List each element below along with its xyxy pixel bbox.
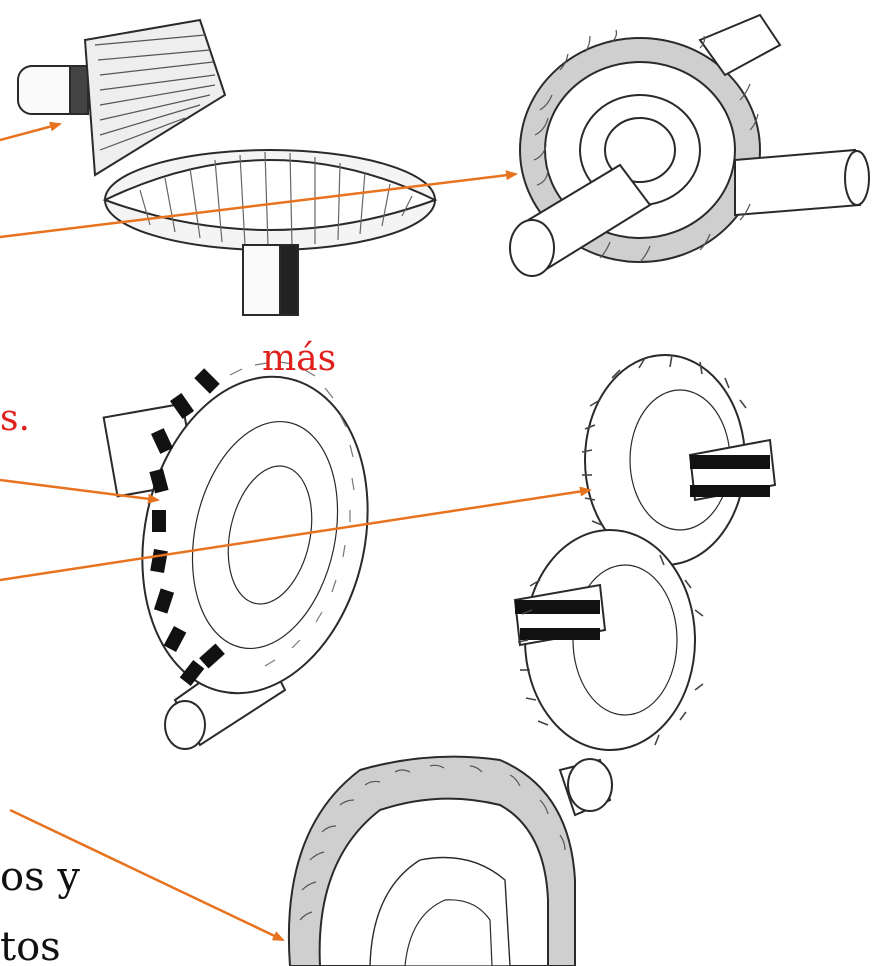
hypoid-gear-pair-image: [289, 757, 612, 966]
spiral-bevel-gear-pair-image: [510, 15, 869, 276]
helical-bevel-gear-pair-image: [515, 355, 775, 750]
red-text-line-2: s.: [0, 398, 30, 439]
black-text-line-2: tos: [0, 924, 61, 966]
straight-bevel-gear-pair-image: [18, 20, 435, 315]
red-text-line-1: más: [262, 338, 336, 379]
skew-bevel-gear-image: [104, 356, 396, 749]
black-text-line-1: os y: [0, 854, 80, 900]
arrow-straight-bevel: [0, 124, 60, 140]
